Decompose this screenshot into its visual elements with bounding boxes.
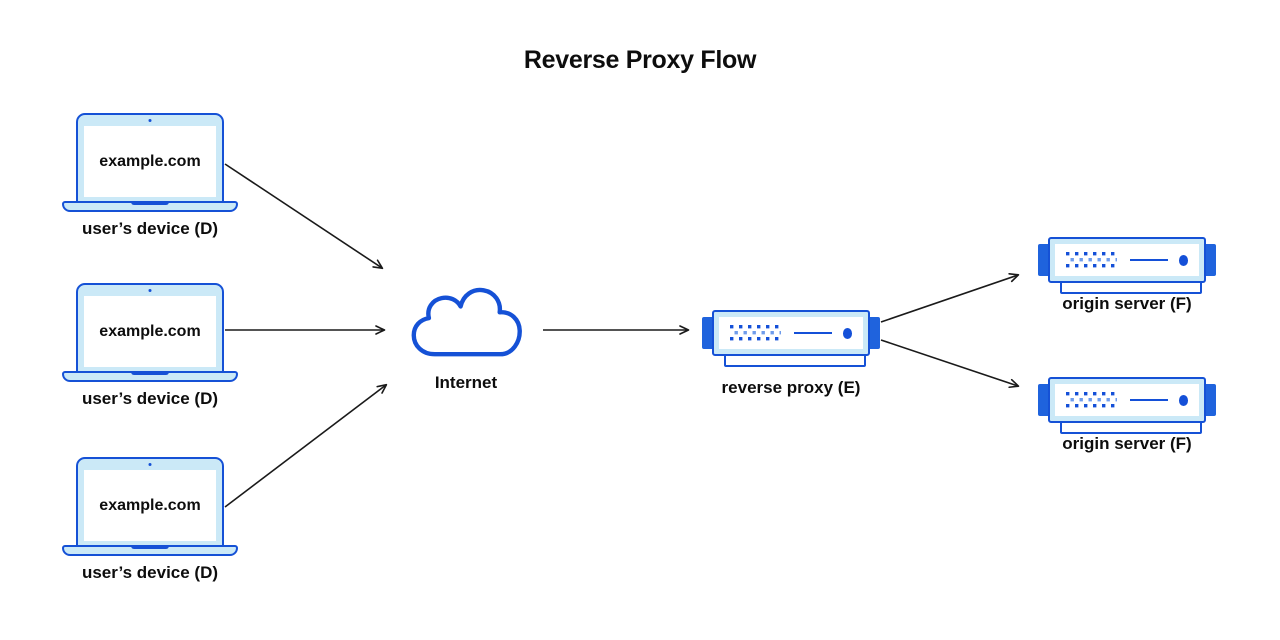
camera-dot-icon <box>148 289 152 292</box>
server-slot-icon <box>794 332 832 334</box>
device-screen-label: example.com <box>84 470 216 541</box>
server-vents-icon <box>730 324 782 342</box>
arrow-device3-to-internet <box>224 383 388 508</box>
laptop-notch <box>131 372 169 375</box>
device-caption: user’s device (D) <box>81 219 219 238</box>
camera-dot-icon <box>148 463 152 466</box>
internet-caption: Internet <box>434 373 498 392</box>
laptop-notch <box>131 202 169 205</box>
origin-server-1-node: origin server (F) <box>1038 237 1216 347</box>
server-panel <box>1055 244 1199 276</box>
laptop-icon: example.com <box>76 283 224 373</box>
server-slot-icon <box>1130 259 1168 261</box>
server-led-icon <box>1178 394 1188 406</box>
server-icon <box>1048 377 1206 423</box>
server-led-icon <box>1178 254 1188 266</box>
user-device-2: example.com user’s device (D) <box>62 283 238 409</box>
arrow-device1-to-internet <box>224 163 384 270</box>
server-vents-icon <box>1066 391 1118 409</box>
laptop-icon: example.com <box>76 457 224 547</box>
origin-server-caption: origin server (F) <box>1062 434 1192 453</box>
internet-node: Internet <box>402 282 530 393</box>
server-icon <box>1048 237 1206 283</box>
origin-server-2-node: origin server (F) <box>1038 377 1216 487</box>
server-slot-icon <box>1130 399 1168 401</box>
device-screen-label: example.com <box>84 126 216 197</box>
cloud-icon <box>411 287 522 357</box>
arrow-proxy-to-origin1 <box>880 273 1020 323</box>
reverse-proxy-caption: reverse proxy (E) <box>721 378 861 397</box>
server-panel <box>1055 384 1199 416</box>
device-caption: user’s device (D) <box>81 389 219 408</box>
server-icon <box>712 310 870 356</box>
laptop-base <box>62 545 238 556</box>
server-panel <box>719 317 863 349</box>
user-device-1: example.com user’s device (D) <box>62 113 238 239</box>
user-device-3: example.com user’s device (D) <box>62 457 238 583</box>
origin-server-caption: origin server (F) <box>1062 294 1192 313</box>
laptop-notch <box>131 546 169 549</box>
server-vents-icon <box>1066 251 1118 269</box>
laptop-icon: example.com <box>76 113 224 203</box>
server-led-icon <box>842 327 852 339</box>
laptop-base <box>62 371 238 382</box>
reverse-proxy-node: reverse proxy (E) <box>702 310 880 420</box>
laptop-base <box>62 201 238 212</box>
camera-dot-icon <box>148 119 152 122</box>
diagram-title: Reverse Proxy Flow <box>523 46 757 74</box>
device-caption: user’s device (D) <box>81 563 219 582</box>
arrow-proxy-to-origin2 <box>880 339 1020 389</box>
device-screen-label: example.com <box>84 296 216 367</box>
